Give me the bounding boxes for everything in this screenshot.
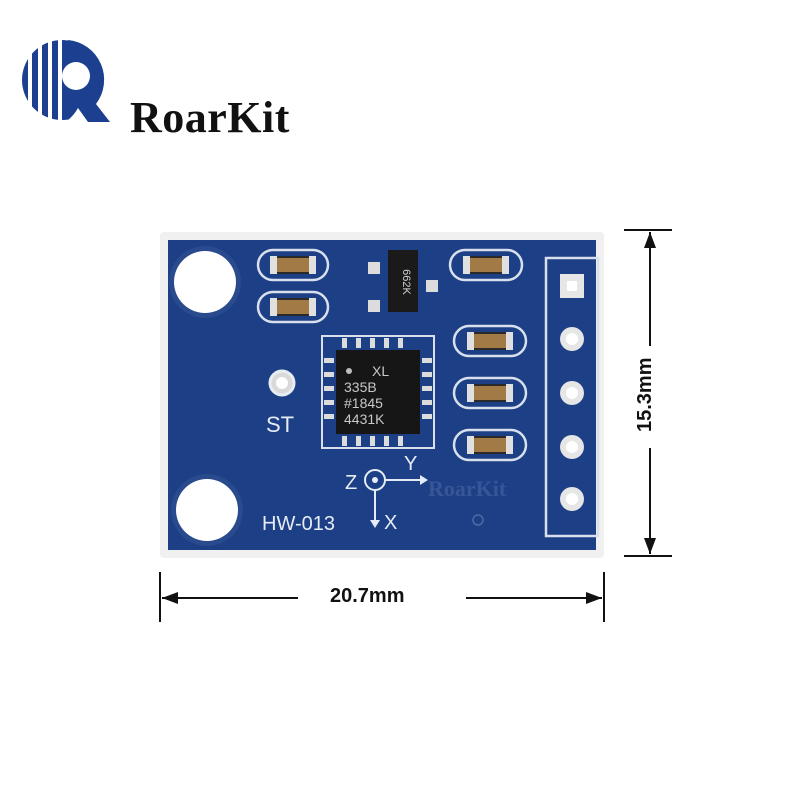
regulator-marking: 662K [400,269,412,295]
axis-label-y: Y [404,453,417,475]
smd-resistor [448,248,524,282]
accelerometer-chip: XL 335B #1845 4431K [321,335,435,449]
axis-label-x: X [384,512,397,534]
chip-line-2: 335B [344,379,377,395]
axis-label-z: Z [345,472,357,494]
chip-line-3: #1845 [344,395,383,411]
model-label: HW-013 [262,513,335,535]
mount-hole-bottom [176,479,238,541]
st-pad-hole [276,377,288,389]
brand-logo: RoarKit [18,30,308,142]
chip-line-1: XL [372,363,389,379]
width-label: 20.7mm [330,585,405,607]
brand-name: RoarKit [130,93,290,142]
smd-capacitor [452,428,528,462]
smd-capacitor [452,324,528,358]
smd-resistor [256,248,330,282]
header-pins [560,274,584,511]
watermark: RoarKit [428,476,507,501]
height-dimension [624,229,672,557]
pin-header-outline [544,256,600,538]
mount-hole-top [174,251,236,313]
axis-indicator: Z Y X [345,453,428,534]
brand-logo-mark [22,40,110,122]
fiducial [472,514,484,526]
chip-line-4: 4431K [344,411,385,427]
st-label: ST [266,412,294,437]
width-dimension [159,572,605,622]
smd-resistor [256,290,330,324]
voltage-regulator: 662K [368,250,438,312]
smd-capacitor [452,376,528,410]
height-label: 15.3mm [634,357,656,433]
